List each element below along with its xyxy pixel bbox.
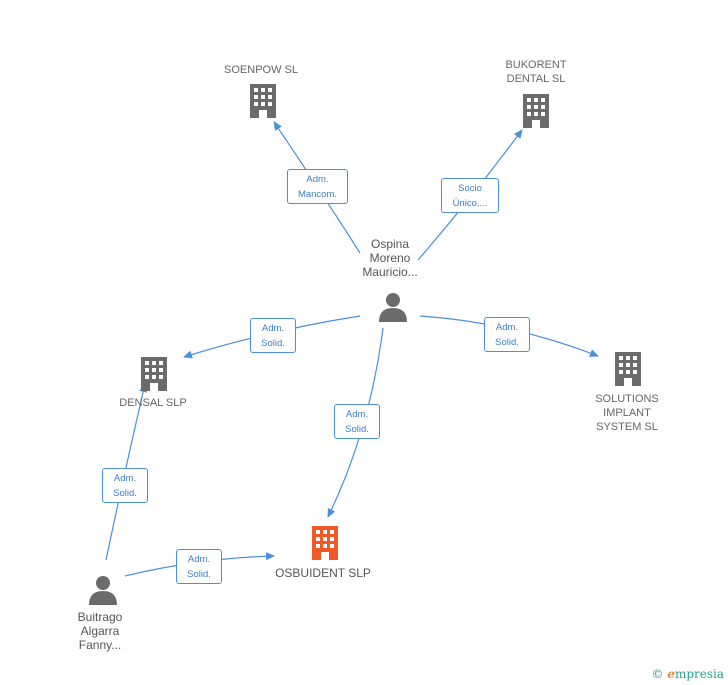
edge-label-ospina-solutions: Adm. Solid.	[484, 317, 530, 352]
edge-label-buitrago-osbuident: Adm. Solid.	[176, 549, 222, 584]
node-label-soenpow[interactable]: SOENPOW SL	[224, 64, 298, 76]
node-label-densal[interactable]: DENSAL SLP	[119, 397, 187, 409]
building-icon-osbuident	[312, 526, 338, 560]
person-icon-buitrago	[89, 576, 117, 605]
node-label-ospina[interactable]: Ospina Moreno Mauricio...	[362, 237, 418, 279]
node-label-solutions[interactable]: SOLUTIONS IMPLANT SYSTEM SL	[595, 393, 659, 433]
building-icon-soenpow	[250, 84, 276, 118]
node-label-buitrago[interactable]: Buitrago Algarra Fanny...	[77, 610, 123, 652]
edge-label-ospina-osbuident: Adm. Solid.	[334, 404, 380, 439]
edge-label-ospina-densal: Adm. Solid.	[250, 318, 296, 353]
person-icon-ospina	[379, 293, 407, 322]
building-icon-solutions	[615, 352, 641, 386]
node-label-osbuident[interactable]: OSBUIDENT SLP	[275, 566, 371, 580]
edge-label-ospina-soenpow: Adm. Mancom.	[287, 169, 348, 204]
empresia-watermark: © empresia	[651, 667, 724, 681]
brand-name: mpresia	[674, 667, 724, 681]
building-icon-bukorent	[523, 94, 549, 128]
copyright-symbol: ©	[651, 667, 664, 681]
node-label-bukorent[interactable]: BUKORENT DENTAL SL	[505, 59, 567, 85]
brand-initial: e	[667, 667, 675, 681]
edge-label-buitrago-densal: Adm. Solid.	[102, 468, 148, 503]
building-icon-densal	[141, 357, 167, 391]
edge-label-ospina-bukorent: Socio Único,...	[441, 178, 499, 213]
